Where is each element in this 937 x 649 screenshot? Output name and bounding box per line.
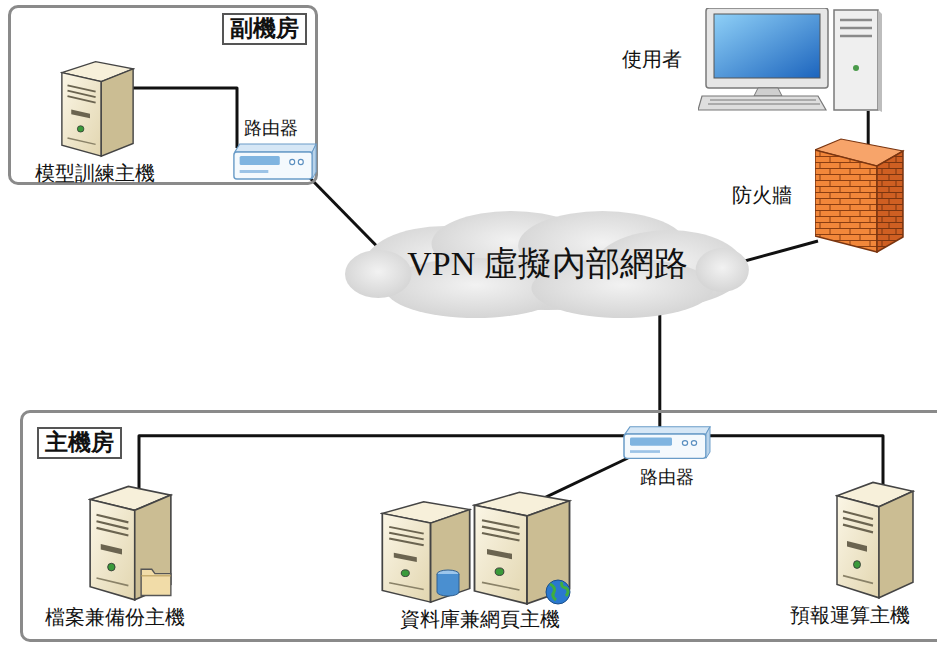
cloud-label: VPN 虛擬內部網路 [345, 244, 750, 283]
node-label: 模型訓練主機 [21, 162, 169, 185]
room-title: 主機房 [37, 427, 122, 459]
router-node: 路由器 [232, 118, 320, 184]
network-link [133, 88, 237, 148]
firewall-icon [815, 138, 905, 253]
router-icon [622, 425, 712, 461]
node-label: 預報運算主機 [766, 604, 934, 627]
server-room-region: 主機房路由器檔案兼備份主機 資料庫兼網頁主機 預報運算主機 [20, 410, 937, 642]
server-room-region: 副機房模型訓練主機 路由器 [8, 5, 318, 185]
node-label: 防火牆 [732, 184, 792, 207]
server-node: 檔案兼備份主機 [26, 482, 204, 632]
server-node: 預報運算主機 [766, 478, 934, 632]
node-label: 資料庫兼網頁主機 [351, 608, 609, 631]
server-icon [88, 482, 173, 602]
network-link [139, 436, 624, 494]
network-link [867, 111, 870, 144]
user-computer: 使用者 [622, 8, 884, 116]
router-icon [232, 142, 318, 182]
node-label: 路由器 [244, 118, 298, 139]
firewall-node: 防火牆 [728, 138, 908, 256]
vpn-cloud: VPN 虛擬內部網路 [345, 208, 750, 320]
network-link [734, 241, 818, 264]
server-icon [60, 58, 135, 158]
router-node: 路由器 [622, 425, 717, 495]
node-label: 檔案兼備份主機 [26, 606, 204, 629]
network-link [310, 178, 386, 255]
network-link [710, 436, 883, 490]
server-icon [835, 478, 915, 600]
server-icon [380, 488, 590, 606]
computer-icon [698, 8, 883, 113]
network-link [535, 458, 628, 502]
node-label: 路由器 [640, 467, 694, 488]
server-node: 資料庫兼網頁主機 [351, 488, 609, 632]
room-title: 副機房 [222, 13, 307, 45]
server-node: 模型訓練主機 [21, 58, 169, 183]
node-label: 使用者 [622, 48, 682, 71]
